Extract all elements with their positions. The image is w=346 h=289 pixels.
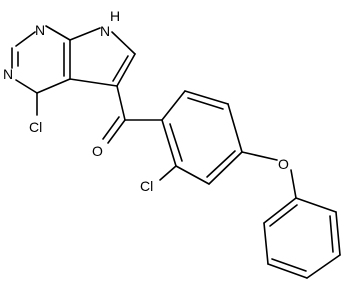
pyrrole-ring [69, 27, 136, 87]
bond-ph4-ph5 [267, 263, 308, 279]
bond-ph1-ph2 [295, 197, 337, 213]
bond-ph2-ph3 [335, 211, 341, 256]
bond-ph5-ph6 [263, 222, 269, 265]
atom-o-carbonyl-label: O [92, 143, 103, 159]
bond-cp4-o [241, 151, 278, 161]
bond-cp5-cp6 [175, 165, 210, 185]
bond-cp6-cl [159, 165, 177, 181]
atom-nh-h-label: H [110, 8, 120, 24]
bond-ph2-ph3-inner [329, 215, 334, 253]
bond-cp4-cp5-inner [206, 150, 236, 178]
bond-ph4-ph5-inner [271, 258, 307, 272]
atom-o-ether-label: O [278, 156, 289, 172]
bond-c4-c4a [36, 78, 71, 94]
atom-cl-phenyl-label: Cl [140, 178, 153, 194]
bond-c6-c5 [116, 53, 136, 87]
bond-ph3-ph4 [306, 254, 341, 279]
bond-c5-carbonyl [116, 85, 126, 121]
bond-carbonyl-o [107, 119, 126, 144]
bond-cp2-cp3 [184, 90, 229, 105]
atom-nh-n-label: N [100, 23, 110, 39]
bond-cp4-cp5 [208, 151, 243, 185]
bond-o-ph1 [290, 169, 297, 199]
carbonyl-group [102, 85, 163, 144]
bond-c6-c5-inner [112, 55, 129, 82]
bond-c5-c4a [69, 78, 118, 87]
bond-cp1-cp2 [161, 90, 186, 121]
bond-ph6-ph1 [263, 197, 297, 224]
bond-n1-c2 [15, 31, 36, 47]
atom-n3-label: N [3, 66, 13, 82]
pyrimidine-ring [11, 25, 71, 116]
bond-n7-c6 [111, 31, 136, 55]
atom-n1-label: N [35, 22, 45, 38]
bond-cp3-cp4 [227, 103, 243, 153]
chlorophenyl-ring [159, 90, 278, 185]
bond-carbonyl-o-double [102, 116, 120, 140]
bond-c7a-n7 [69, 27, 101, 41]
bond-n3-c4 [15, 79, 38, 94]
atom-cl-pyrimidine-label: Cl [29, 119, 42, 135]
atom-labels: N H N N Cl O O Cl [3, 8, 289, 194]
bond-cp6-cp1 [161, 119, 177, 167]
bond-ph6-ph1-inner [269, 204, 298, 227]
bond-c7a-n1 [45, 25, 71, 41]
phenoxy-ring [263, 169, 341, 279]
bond-cp2-cp3-inner [187, 97, 224, 110]
bond-cp6-cp1-inner [169, 123, 183, 162]
